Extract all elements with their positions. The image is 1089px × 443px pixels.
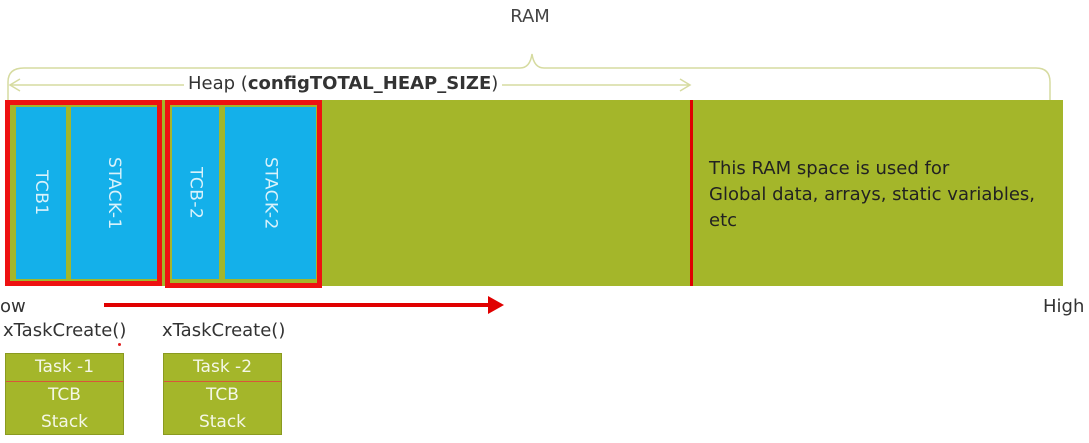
note-line-2: Global data, arrays, static variables, [709,184,1036,205]
stack1-label: STACK-1 [104,156,124,230]
heap-label-prefix: Heap ( [188,73,248,94]
heap-label-suffix: ) [491,73,499,94]
heap-arrow-left [8,78,21,92]
high-address-label: High [1043,296,1085,317]
tcb1-block: TCB1 [16,107,66,279]
task2-stack: Stack [198,412,247,432]
task2-tcb: TCB [206,385,239,405]
tcb1-label: TCB1 [31,170,51,216]
tcb2-label: TCB-2 [185,166,206,220]
heap-arrow-right [679,78,692,92]
allocation-arrow-head [488,296,504,314]
heap-label-config: configTOTAL_HEAP_SIZE [247,73,492,94]
ram-usage-note: This RAM space is used for Global data, … [709,156,1049,234]
stack2-block: STACK-2 [225,107,316,279]
stack1-block: STACK-1 [71,107,157,279]
task2-title: Task -2 [164,354,281,382]
task1-tcb: TCB [48,385,81,405]
cursor-dot [118,343,121,346]
task1-box: Task -1 TCB Stack [5,353,124,435]
tcb2-block: TCB-2 [172,107,219,279]
note-line-1: This RAM space is used for [709,158,950,179]
task2-box: Task -2 TCB Stack [163,353,282,435]
ram-bracket [7,53,1051,100]
task1-stack: Stack [40,412,89,432]
xtaskcreate-call-2: xTaskCreate() [162,320,286,341]
heap-boundary [690,100,693,286]
ram-label: RAM [510,6,550,27]
task1-title: Task -1 [6,354,123,382]
low-address-label: ow [0,296,26,317]
task1-memory-group [5,100,162,286]
xtaskcreate-call-1: xTaskCreate() [3,320,127,341]
heap-label: Heap (configTOTAL_HEAP_SIZE) [184,73,503,94]
task2-memory-group [165,100,322,288]
note-line-3: etc [709,210,738,231]
stack2-label: STACK-2 [260,156,281,230]
